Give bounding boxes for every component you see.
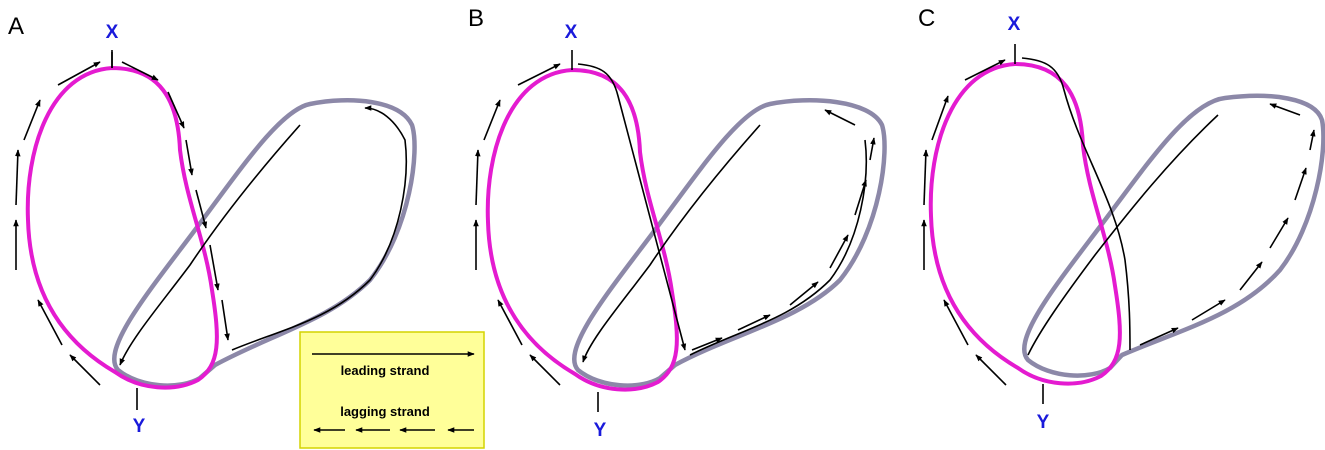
lag-b-7 — [691, 337, 723, 351]
x-label-b: X — [565, 22, 578, 43]
lag-a-5 — [23, 99, 41, 141]
lag-b-13 — [824, 109, 856, 126]
lag-c-9 — [1239, 261, 1263, 291]
cross-strand-a — [119, 124, 301, 366]
lag-c-10 — [1269, 217, 1289, 249]
inner-strand-a — [231, 105, 408, 351]
lag-c-4 — [922, 149, 929, 206]
lag-a-12 — [221, 299, 230, 341]
gray-loop-b — [572, 98, 887, 388]
panel-c: C X Y — [918, 5, 1325, 433]
panel-letter-b: B — [468, 5, 484, 32]
lagging-strand-label: lagging strand — [340, 404, 430, 419]
x-label-a: X — [106, 22, 119, 43]
leading-c — [1021, 57, 1131, 351]
lag-b-5 — [483, 99, 501, 141]
lag-a-10 — [195, 189, 208, 229]
panel-letter-a: A — [8, 13, 24, 40]
lag-c-12 — [1309, 129, 1316, 151]
pink-loop-a — [25, 66, 219, 390]
lag-b-9 — [789, 281, 819, 306]
lag-b-8 — [737, 314, 771, 331]
panel-b: B X Y — [468, 5, 887, 441]
lag-b-10 — [829, 234, 849, 269]
lag-c-5 — [931, 95, 949, 141]
lag-c-8 — [1191, 299, 1226, 321]
lag-c-7 — [1139, 327, 1179, 346]
lag-c-11 — [1294, 167, 1307, 201]
cross-strand-b — [582, 124, 761, 363]
lag-b-4 — [474, 149, 481, 206]
lag-c-6 — [964, 59, 1006, 81]
x-label-c: X — [1008, 14, 1021, 35]
panel-a: A X Y — [8, 13, 417, 437]
y-label-c: Y — [1037, 412, 1050, 433]
lag-c-2 — [943, 299, 969, 346]
lag-b-6 — [517, 63, 561, 86]
cross-strand-c — [1027, 114, 1219, 356]
lag-b-2 — [497, 299, 523, 346]
lag-a-9 — [185, 139, 194, 176]
y-label-a: Y — [133, 416, 146, 437]
lag-a-8 — [167, 91, 185, 129]
panel-letter-c: C — [918, 5, 935, 32]
lag-a-6 — [57, 61, 101, 86]
lag-b-1 — [529, 354, 561, 386]
lag-c-13 — [1269, 103, 1301, 116]
lag-a-11 — [209, 244, 220, 291]
lag-a-2 — [37, 299, 63, 346]
lag-a-4 — [14, 149, 21, 206]
legend: leading strand lagging strand — [299, 331, 485, 449]
leading-strand-label: leading strand — [341, 363, 430, 378]
y-label-b: Y — [594, 420, 607, 441]
lag-a-7 — [121, 61, 159, 81]
pink-loop-c — [928, 62, 1122, 386]
lag-a-1 — [69, 354, 101, 386]
pink-loop-b — [485, 68, 679, 392]
lag-b-11 — [854, 179, 867, 216]
lag-c-1 — [975, 354, 1007, 386]
lag-b-12 — [869, 137, 876, 161]
leading-b — [577, 63, 687, 351]
gray-loop-c — [1022, 93, 1325, 378]
inner-strand-b — [689, 139, 868, 356]
